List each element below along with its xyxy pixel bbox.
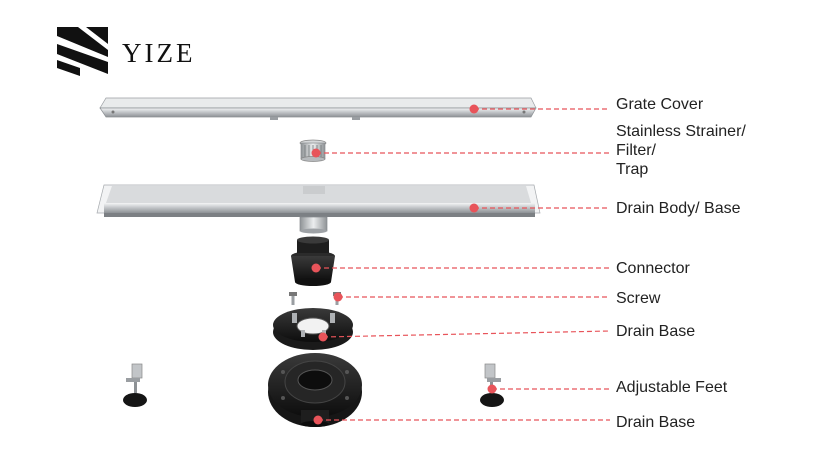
marker-dot-drain-base-2	[313, 415, 323, 425]
drain-base-1-part	[273, 308, 353, 350]
label-line: Drain Base	[616, 323, 696, 340]
marker-dot-drain-body	[469, 203, 479, 213]
label-line: Drain Body/ Base	[616, 200, 741, 217]
label-drain-base-1: Drain Base	[616, 322, 695, 341]
label-line: Stainless Strainer/	[616, 123, 746, 140]
marker-dot-screw	[333, 292, 343, 302]
marker-dot-drain-base-1	[318, 332, 328, 342]
leader-adjustable-feet	[487, 384, 610, 394]
leader-line-drain-base-1	[322, 330, 611, 338]
label-line: Trap	[616, 161, 649, 178]
grate-cover-part	[99, 97, 537, 120]
connector-part	[291, 236, 335, 286]
label-connector: Connector	[616, 259, 690, 278]
leader-drain-body	[469, 203, 610, 213]
leader-strainer	[311, 148, 610, 158]
brand-name: YIZE	[122, 38, 196, 68]
label-grate-cover: Grate Cover	[616, 95, 703, 114]
label-line: Connector	[616, 260, 690, 277]
leader-drain-base-1	[318, 330, 611, 342]
label-drain-base-2: Drain Base	[616, 413, 695, 432]
marker-dot-adjustable-feet	[487, 384, 497, 394]
leader-screw	[333, 292, 610, 302]
label-screw: Screw	[616, 289, 660, 308]
label-line: Adjustable Feet	[616, 379, 728, 396]
label-drain-body: Drain Body/ Base	[616, 199, 741, 218]
leader-grate-cover	[469, 104, 610, 114]
label-line: Drain Base	[616, 414, 696, 431]
leader-connector	[311, 263, 610, 273]
leader-lines	[311, 104, 611, 425]
screw-part	[289, 292, 341, 305]
label-line: Filter/	[616, 142, 656, 159]
leader-drain-base-2	[313, 415, 610, 425]
drain-body-part	[96, 184, 541, 234]
drain-base-2-part	[268, 353, 362, 427]
marker-dot-grate-cover	[469, 104, 479, 114]
label-line: Grate Cover	[616, 96, 704, 113]
marker-dot-strainer	[311, 148, 321, 158]
strainer-part	[299, 139, 327, 162]
label-strainer: Stainless Strainer/Filter/Trap	[616, 122, 746, 179]
label-adjustable-feet: Adjustable Feet	[616, 378, 727, 397]
adjustable-foot-left	[123, 363, 147, 407]
brand-logo-icon	[57, 27, 108, 76]
label-line: Screw	[616, 290, 661, 307]
marker-dot-connector	[311, 263, 321, 273]
